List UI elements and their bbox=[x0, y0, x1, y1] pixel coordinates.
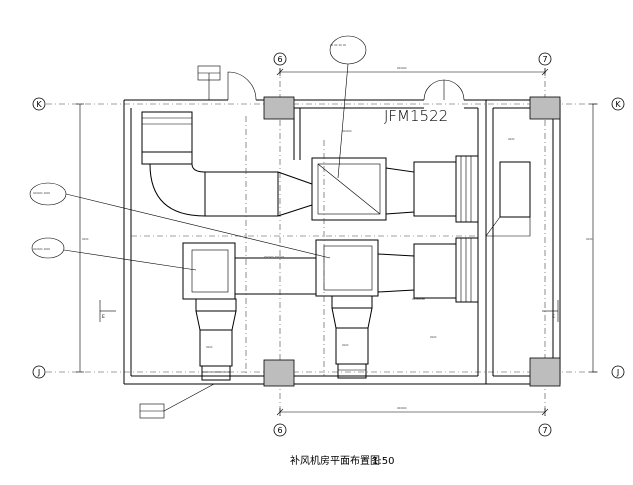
drawing-title: 补风机房平面布置图 bbox=[290, 454, 380, 467]
grid-bubble-6-bottom: 6 bbox=[273, 423, 287, 437]
bottom-fan-left bbox=[195, 298, 237, 381]
grid-bubble-j-left: J bbox=[32, 365, 46, 379]
grid-bubble-k-left: K bbox=[32, 97, 46, 111]
dimension-lines bbox=[76, 68, 597, 416]
doors bbox=[227, 71, 465, 101]
svg-text:▭▭▭ ▭▭: ▭▭▭ ▭▭ bbox=[33, 191, 50, 195]
lower-duct-run bbox=[182, 237, 479, 303]
svg-text:▭▭▭ ▭▭: ▭▭▭ ▭▭ bbox=[33, 247, 50, 251]
svg-text:▭▭: ▭▭ bbox=[430, 335, 436, 339]
equipment-tag: JFM1522 bbox=[384, 107, 448, 125]
svg-text:▭▭: ▭▭ bbox=[586, 237, 592, 241]
grid-bubble-6-top: 6 bbox=[273, 52, 287, 66]
svg-text:▭▭: ▭▭ bbox=[82, 237, 88, 241]
walls bbox=[123, 99, 561, 385]
grid-lines bbox=[46, 68, 600, 418]
grid-label: K bbox=[615, 100, 621, 109]
grid-bubble-7-bottom: 7 bbox=[538, 423, 552, 437]
annotations: ▭ ▭ ▭ ▭ ▭▭▭ ▭▭ ▭▭▭ ▭▭ ▭▭▭ ▭▭ ▭▭▭ ▭▭▭ ▭▭▭… bbox=[29, 35, 592, 419]
columns bbox=[263, 96, 561, 387]
svg-text:▭▭▭: ▭▭▭ bbox=[342, 129, 352, 133]
grid-bubble-k-right: K bbox=[611, 97, 625, 111]
grid-label: 6 bbox=[277, 426, 282, 435]
svg-text:▭▭▭: ▭▭▭ bbox=[397, 406, 407, 410]
svg-text:▭▭▭▭: ▭▭▭▭ bbox=[412, 297, 425, 301]
bottom-fan-right bbox=[331, 295, 373, 379]
upper-duct-run bbox=[141, 111, 531, 237]
section-mark-right: E bbox=[552, 314, 555, 320]
room-center-lines bbox=[131, 116, 478, 376]
svg-text:▭▭▭: ▭▭▭ bbox=[397, 66, 407, 70]
grid-label: J bbox=[37, 368, 40, 377]
grid-label: 7 bbox=[542, 55, 547, 64]
grid-bubble-7-top: 7 bbox=[538, 52, 552, 66]
grid-label: 7 bbox=[542, 426, 547, 435]
section-mark-left: E bbox=[102, 314, 105, 320]
grid-label: J bbox=[616, 368, 619, 377]
svg-text:▭▭: ▭▭ bbox=[508, 137, 514, 141]
svg-text:▭▭▭ ▭▭▭: ▭▭▭ ▭▭▭ bbox=[264, 255, 284, 259]
grid-label: K bbox=[36, 100, 42, 109]
grid-label: 6 bbox=[277, 55, 282, 64]
svg-text:▭▭: ▭▭ bbox=[342, 343, 348, 347]
grid-bubble-j-right: J bbox=[611, 365, 625, 379]
svg-text:▭▭: ▭▭ bbox=[206, 345, 212, 349]
svg-text:▭ ▭ ▭ ▭: ▭ ▭ ▭ ▭ bbox=[330, 43, 346, 47]
drawing-scale: 1:50 bbox=[372, 456, 394, 467]
